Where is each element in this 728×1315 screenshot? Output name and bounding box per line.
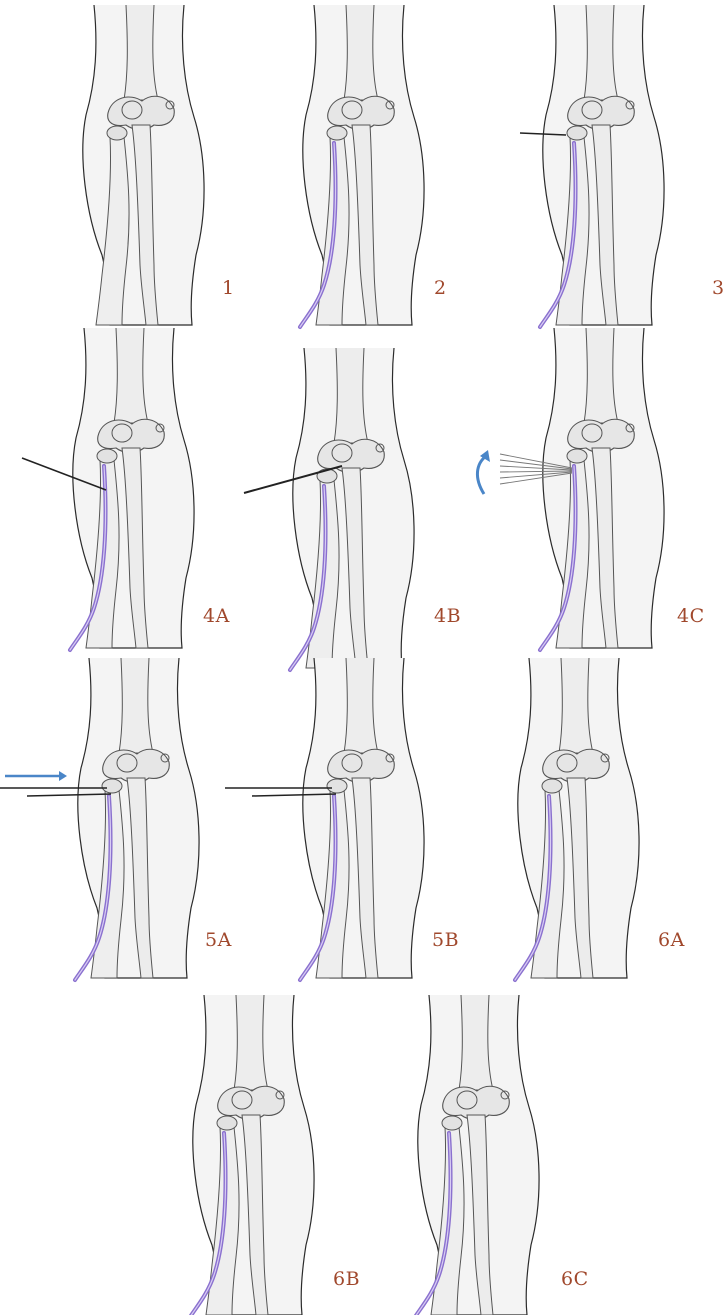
humerus-shaft (334, 348, 368, 443)
panel-label-1: 1 (222, 277, 235, 299)
panel-label-4A: 4A (203, 605, 230, 627)
rotation-arrow (477, 456, 486, 494)
panel-1 (80, 5, 210, 325)
panel-label-3: 3 (712, 277, 725, 299)
panel-3 (540, 5, 670, 325)
panel-label-4C: 4C (677, 605, 705, 627)
radial-head (217, 1116, 237, 1130)
panel-4A (70, 328, 200, 648)
radial-head (107, 126, 127, 140)
panel-label-5A: 5A (205, 929, 232, 951)
radial-head (327, 779, 347, 793)
elbow-illustration (300, 5, 430, 325)
radial-head (567, 126, 587, 140)
panel-label-6A: 6A (658, 929, 685, 951)
panel-5B (300, 658, 430, 978)
elbow-illustration (300, 658, 430, 978)
push-arrowhead (59, 771, 67, 781)
humerus-shaft (124, 5, 158, 100)
elbow-illustration (415, 995, 545, 1315)
panel-4C (540, 328, 670, 648)
panel-4B (290, 348, 420, 668)
humerus-shaft (114, 328, 148, 423)
panel-6A (515, 658, 645, 978)
elbow-illustration (190, 995, 320, 1315)
panel-label-6B: 6B (333, 1268, 360, 1290)
panel-label-4B: 4B (434, 605, 461, 627)
radial-head (102, 779, 122, 793)
panel-6B (190, 995, 320, 1315)
elbow-illustration (290, 348, 420, 668)
elbow-illustration (540, 5, 670, 325)
panel-5A (75, 658, 205, 978)
humerus-shaft (584, 5, 618, 100)
elbow-illustration (80, 5, 210, 325)
panel-6C (415, 995, 545, 1315)
radial-head (327, 126, 347, 140)
humerus-shaft (234, 995, 268, 1090)
humerus-shaft (344, 5, 378, 100)
humerus-shaft (459, 995, 493, 1090)
elbow-illustration (540, 328, 670, 648)
radial-head (97, 449, 117, 463)
radial-head (567, 449, 587, 463)
humerus-shaft (344, 658, 378, 753)
humerus-shaft (584, 328, 618, 423)
radial-head (542, 779, 562, 793)
panel-label-2: 2 (434, 277, 447, 299)
panel-label-5B: 5B (432, 929, 459, 951)
humerus-shaft (119, 658, 153, 753)
humerus-shaft (559, 658, 593, 753)
radial-head (442, 1116, 462, 1130)
elbow-illustration (515, 658, 645, 978)
elbow-illustration (75, 658, 205, 978)
elbow-illustration (70, 328, 200, 648)
panel-2 (300, 5, 430, 325)
panel-label-6C: 6C (561, 1268, 589, 1290)
